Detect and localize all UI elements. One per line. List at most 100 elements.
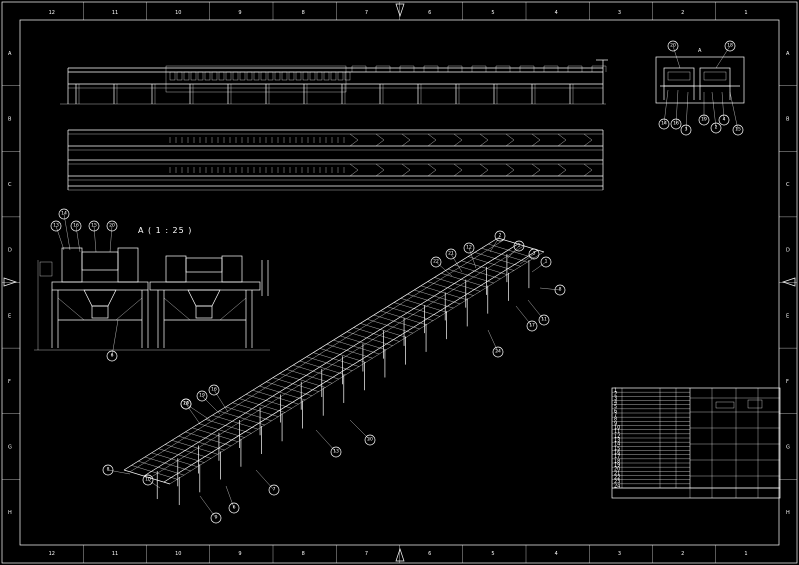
item-balloon: 14	[658, 89, 670, 130]
iso-rail	[129, 239, 505, 472]
zone-row-label: G	[8, 445, 12, 451]
iso-cross-member	[144, 456, 191, 472]
iso-cross-member	[393, 302, 441, 317]
bom-item-number: 5	[614, 404, 617, 410]
bom-item-number: 4	[614, 400, 617, 406]
bom-item-number: 19	[614, 463, 620, 469]
zone-col-label: 11	[112, 551, 118, 557]
svg-text:14: 14	[183, 401, 189, 407]
title-logo-mark	[747, 399, 763, 409]
chevron-guide	[531, 163, 541, 177]
zone-row-label: C	[8, 182, 12, 188]
plan-view	[67, 129, 604, 191]
chevron-guide	[427, 163, 437, 177]
zone-col-label: 1	[744, 551, 747, 557]
zone-col-label: 2	[681, 551, 684, 557]
iso-cross-member	[198, 423, 245, 438]
iso-cross-member	[340, 335, 387, 351]
bom-item-number: 6	[614, 408, 617, 414]
item-balloon: 10	[142, 474, 161, 489]
item-balloon: 12	[463, 242, 477, 269]
zone-col-label: 3	[618, 10, 621, 16]
svg-text:24: 24	[495, 349, 501, 355]
iso-cross-member	[239, 398, 286, 413]
iso-cross-member	[185, 431, 232, 447]
guide-bracket	[447, 65, 463, 72]
roller-frame	[218, 71, 225, 81]
guide-bracket	[543, 65, 559, 72]
roller-frame	[281, 71, 288, 81]
svg-text:2: 2	[715, 125, 718, 131]
zone-row-label: F	[786, 379, 789, 385]
roller-frame	[204, 71, 211, 81]
roller-frame	[302, 71, 309, 81]
guide-bracket	[591, 65, 607, 72]
zone-row-label: H	[8, 510, 12, 516]
iso-rail	[163, 249, 539, 483]
zone-col-label: 10	[175, 10, 181, 16]
svg-text:13: 13	[333, 449, 339, 455]
svg-text:3: 3	[685, 127, 688, 133]
zone-row-label: B	[786, 116, 790, 122]
iso-cross-member	[266, 381, 313, 397]
iso-rail	[143, 243, 519, 477]
roller-frame	[246, 71, 253, 81]
zone-row-label: G	[786, 445, 790, 451]
iso-cross-member	[373, 314, 420, 330]
item-balloon: 22	[430, 256, 453, 277]
iso-cross-member	[346, 331, 393, 346]
guide-bracket	[399, 65, 415, 72]
bom-item-number: 24	[614, 483, 620, 489]
item-balloon: 11	[527, 299, 550, 326]
chevron-guide	[505, 133, 515, 147]
svg-text:8: 8	[107, 467, 110, 473]
svg-text:6: 6	[233, 505, 236, 511]
svg-text:17: 17	[529, 323, 535, 329]
iso-cross-member	[165, 444, 212, 459]
bom-item-number: 21	[614, 471, 620, 477]
zone-row-label: E	[8, 313, 11, 319]
chevron-guide	[401, 163, 411, 177]
chevron-guide	[557, 163, 567, 177]
iso-cross-member	[151, 452, 198, 467]
bom-item-number: 23	[614, 479, 620, 485]
roller-frame	[288, 71, 295, 81]
zone-col-label: 4	[555, 10, 558, 16]
roller-frame	[253, 71, 260, 81]
chevron-guide	[349, 133, 359, 147]
iso-cross-member	[171, 440, 218, 455]
zone-col-label: 6	[428, 10, 431, 16]
zone-col-label: 12	[49, 10, 55, 16]
zone-col-label: 4	[555, 551, 558, 557]
section-view-title: A ( 1 : 25 )	[138, 226, 192, 235]
roller-frame	[323, 71, 330, 81]
chevron-guide	[375, 133, 385, 147]
roller-frame	[211, 71, 218, 81]
svg-text:15: 15	[91, 223, 97, 229]
iso-cross-member	[380, 310, 427, 326]
bom-item-number: 16	[614, 450, 620, 456]
roller-frame	[260, 71, 267, 81]
item-balloon: 20	[106, 220, 118, 253]
item-balloon: 2	[489, 230, 506, 253]
iso-cross-member	[131, 465, 178, 480]
iso-cross-member	[178, 435, 225, 451]
svg-text:8: 8	[559, 287, 562, 293]
svg-text:14: 14	[661, 121, 667, 127]
svg-text:6: 6	[111, 353, 114, 359]
chevron-guide	[349, 163, 359, 177]
iso-cross-member	[434, 277, 481, 292]
iso-rail-end	[123, 469, 171, 485]
item-balloon: 1	[531, 256, 552, 273]
svg-text:16: 16	[211, 387, 217, 393]
svg-text:3: 3	[533, 251, 536, 257]
zone-row-label: F	[8, 379, 11, 385]
guide-bracket	[471, 65, 487, 72]
chevron-guide	[479, 133, 489, 147]
